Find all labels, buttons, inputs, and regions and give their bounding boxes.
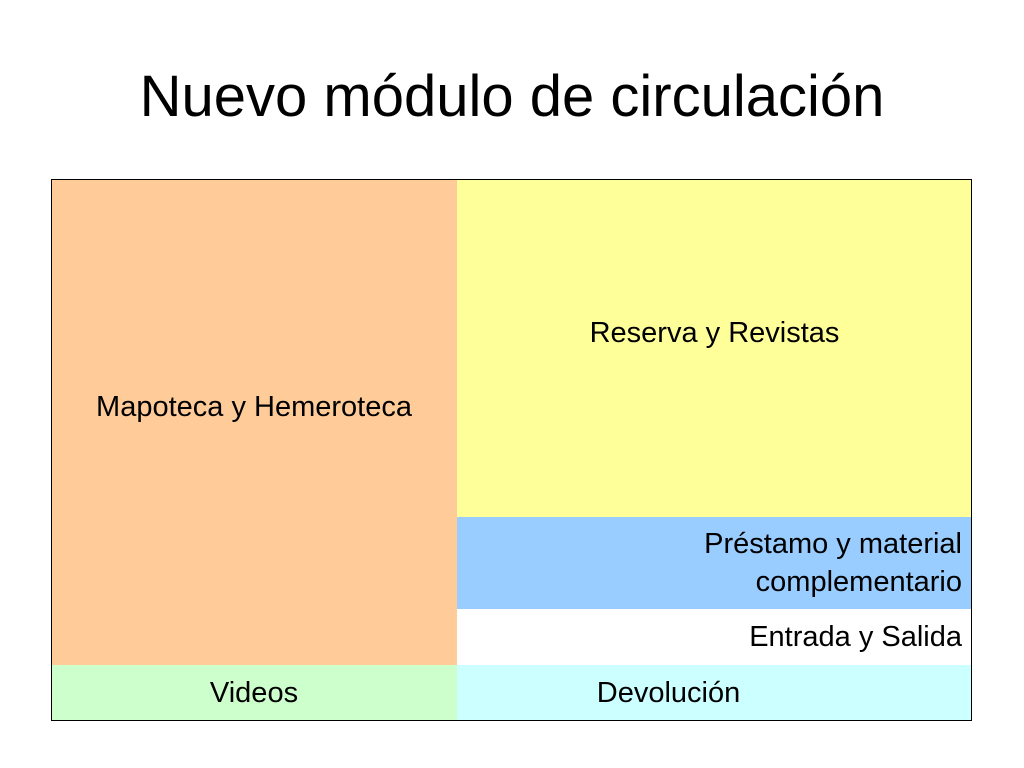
area-videos: Videos	[51, 665, 457, 721]
area-devolucion: Devolución	[457, 665, 972, 721]
area-label: Entrada y Salida	[749, 621, 962, 653]
area-label: Reserva y Revistas	[589, 317, 840, 349]
area-label-line-2: complementario	[755, 566, 962, 598]
area-entrada-salida: Entrada y Salida	[457, 609, 972, 665]
area-mapoteca-hemeroteca: Mapoteca y Hemeroteca	[51, 179, 457, 665]
area-prestamo-material-complementario: Préstamo y material complementario	[457, 517, 972, 609]
slide-title: Nuevo módulo de circulación	[139, 64, 885, 129]
area-label: Devolución	[596, 677, 741, 709]
area-label-line-1: Préstamo y material	[704, 528, 962, 560]
area-label: Videos	[209, 677, 299, 709]
area-label: Mapoteca y Hemeroteca	[96, 391, 412, 423]
floor-plan: Mapoteca y Hemeroteca Reserva y Revistas…	[51, 179, 972, 721]
area-reserva-revistas: Reserva y Revistas	[457, 179, 972, 517]
